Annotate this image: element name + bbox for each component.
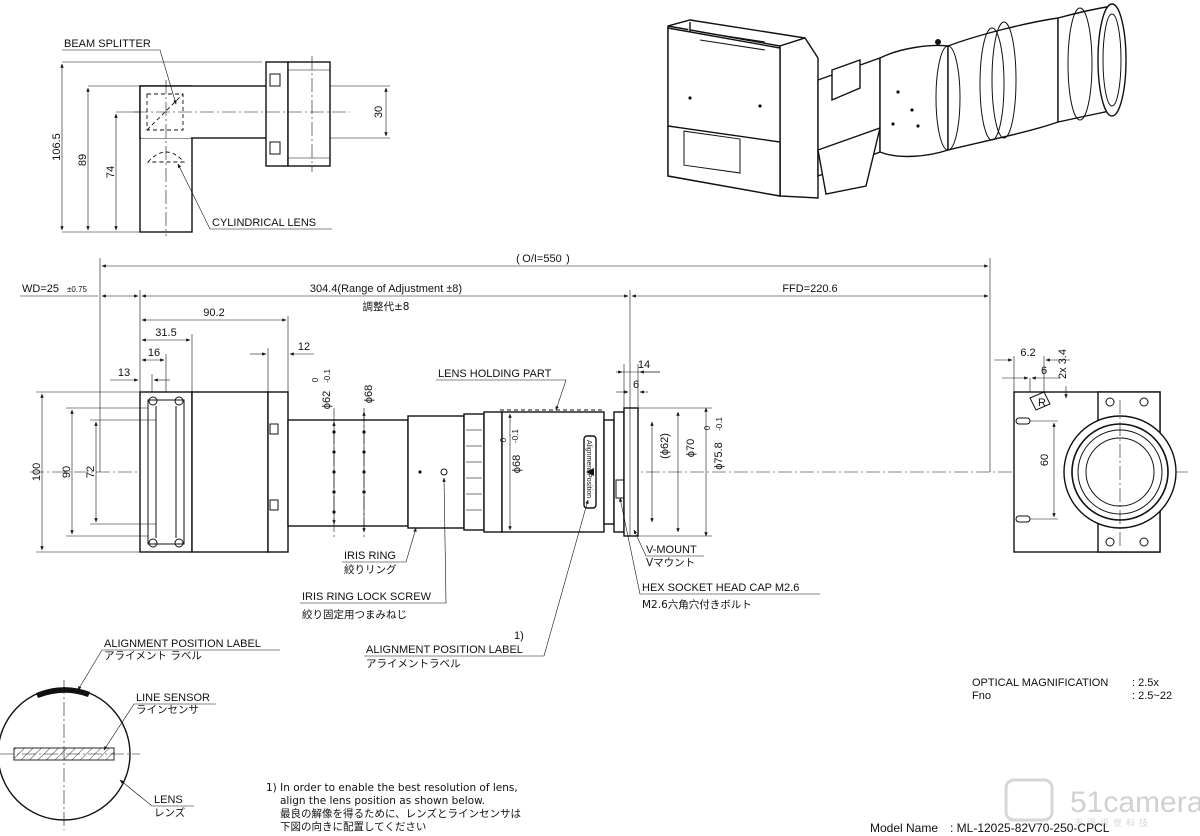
dim-106-5: 106.5 — [51, 133, 63, 161]
lens-label-jp: レンズ — [154, 806, 185, 819]
model-name: Model Name : ML-12025-82V70-250-CPCL — [870, 821, 1110, 835]
line-sensor-label-jp: ラインセンサ — [136, 704, 199, 716]
optical-magnification-value: : 2.5x — [1132, 677, 1159, 689]
dim-30: 30 — [373, 106, 385, 118]
dim-oi: O/I=550 — [522, 253, 561, 265]
model-name-value: : ML-12025-82V70-250-CPCL — [950, 821, 1110, 835]
note-line-4: 下図の向きに配置してください — [280, 820, 426, 833]
detail-alignment-label-jp: アライメント ラベル — [104, 650, 202, 662]
spec-block: OPTICAL MAGNIFICATION : 2.5x Fno : 2.5~2… — [972, 677, 1172, 702]
dim-90: 90 — [61, 466, 73, 478]
alignment-label-main: ALIGNMENT POSITION LABEL — [366, 644, 523, 656]
note-line-3: 最良の解像を得るために、レンズとラインセンサは — [280, 807, 521, 820]
note-line-1: 1) In order to enable the best resolutio… — [266, 782, 518, 794]
dim-phi75-8-tol-up: 0 — [703, 425, 712, 430]
dim-phi68b: ϕ68 — [511, 455, 523, 473]
detail-alignment-label: ALIGNMENT POSITION LABEL — [104, 638, 261, 650]
watermark-sub: 志强视觉科技 — [1074, 817, 1152, 829]
dim-72: 72 — [85, 466, 97, 478]
iris-ring-label: IRIS RING — [344, 550, 396, 562]
lens-holding-part-label: LENS HOLDING PART — [438, 368, 552, 380]
dim-6b: 6 — [1041, 365, 1047, 377]
hex-screw-label: HEX SOCKET HEAD CAP M2.6 — [642, 582, 799, 594]
iris-ring-label-jp: 絞りリング — [344, 563, 397, 576]
dim-14: 14 — [638, 359, 650, 371]
line-sensor-label: LINE SENSOR — [136, 692, 210, 704]
dim-range: 304.4(Range of Adjustment ±8) — [310, 283, 462, 295]
dim-31-5: 31.5 — [155, 327, 176, 339]
watermark: 51camera 志强视觉科技 — [1004, 778, 1200, 829]
dim-phi75-8-tol-lo: -0.1 — [715, 417, 724, 431]
dim-phi70: ϕ70 — [685, 439, 697, 457]
beam-splitter-view: 106.5 89 74 30 BEAM SPLITTER CYLINDRICAL… — [51, 38, 390, 236]
alignment-label-main-jp: アライメントラベル — [366, 658, 461, 670]
dim-phi62-tol-up: 0 — [311, 377, 320, 382]
dim-60: 60 — [1039, 454, 1051, 466]
alignment-label-ref: 1) — [514, 630, 524, 642]
dim-ffd: FFD=220.6 — [782, 283, 837, 295]
dim-89: 89 — [77, 154, 89, 166]
dim-90-2: 90.2 — [203, 307, 224, 319]
hex-screw-label-jp: M2.6六角穴付きボルト — [642, 598, 752, 611]
iris-lock-screw-label-jp: 絞り固定用つまみねじ — [302, 608, 407, 621]
dim-range-jp: 調整代±8 — [363, 300, 410, 313]
dim-2x3-4: 2x 3.4 — [1057, 349, 1069, 379]
dim-6: 6 — [633, 379, 639, 391]
dim-phi68b-tol-lo: -0.1 — [511, 429, 520, 443]
dim-phi62: ϕ62 — [321, 391, 333, 409]
dim-13: 13 — [118, 367, 130, 379]
v-mount-label: V-MOUNT — [646, 544, 697, 556]
dim-74: 74 — [105, 166, 117, 178]
dim-wd-tol: ±0.75 — [67, 285, 88, 294]
paren-open: ( — [516, 253, 520, 265]
alignment-detail-view: ALIGNMENT POSITION LABEL アライメント ラベル LINE… — [0, 638, 280, 830]
model-name-label: Model Name — [870, 821, 938, 835]
v-mount-label-jp: Vマウント — [646, 557, 695, 569]
dim-phi75-8: ϕ75.8 — [713, 442, 725, 470]
dim-r: R — [1038, 397, 1046, 409]
paren-close: ) — [566, 253, 570, 265]
dim-wd: WD=25 — [22, 283, 59, 295]
dim-phi62b: (ϕ62) — [659, 433, 671, 459]
iris-lock-screw-label: IRIS RING LOCK SCREW — [302, 591, 432, 603]
dim-phi62-tol-lo: -0.1 — [323, 369, 332, 383]
fno-label: Fno — [972, 690, 991, 702]
dim-12: 12 — [298, 341, 310, 353]
iris-scale-ticks — [466, 429, 482, 511]
footnote: 1) In order to enable the best resolutio… — [266, 782, 521, 833]
dim-phi68: ϕ68 — [363, 385, 375, 403]
optical-magnification-label: OPTICAL MAGNIFICATION — [972, 677, 1108, 689]
dim-100: 100 — [31, 463, 43, 481]
dim-16: 16 — [148, 347, 160, 359]
watermark-brand: 51camera — [1070, 786, 1200, 819]
dim-6-2: 6.2 — [1020, 347, 1035, 359]
beam-splitter-label: BEAM SPLITTER — [64, 38, 151, 50]
lens-label: LENS — [154, 794, 183, 806]
cylindrical-lens-label: CYLINDRICAL LENS — [212, 217, 316, 229]
fno-value: : 2.5~22 — [1132, 690, 1172, 702]
alignment-sticker-text: Alignment Position — [585, 440, 592, 498]
dim-phi68b-tol-up: 0 — [499, 437, 508, 442]
main-side-view: Alignment Position O/I=550 ( ) WD=25 ±0.… — [20, 253, 1190, 670]
note-line-2: align the lens position as shown below. — [280, 795, 485, 807]
isometric-lens-render — [667, 3, 1127, 199]
